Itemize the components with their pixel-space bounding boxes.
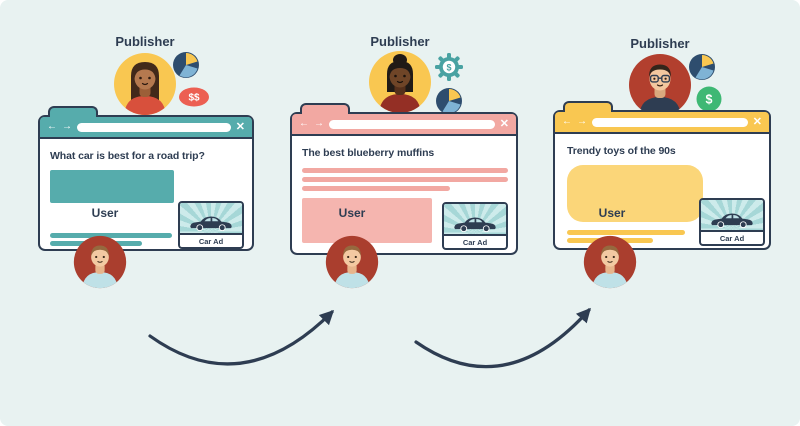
gear-dollar-text: $ (446, 63, 451, 73)
gear-dollar-icon: $ (434, 52, 464, 82)
car-ad: Car Ad (442, 202, 508, 250)
text-line (302, 168, 508, 173)
publisher1-avatar (113, 52, 177, 116)
arrow-user1-to-user2 (148, 309, 335, 366)
browser-chrome: ← → ✕ (40, 117, 252, 139)
ads-logo-icon (689, 54, 715, 80)
browser-window-muffins: ← → ✕ The best blueberry muffins (290, 103, 518, 255)
car-ad-image (180, 203, 242, 233)
car-ad: Car Ad (699, 198, 765, 246)
car-ad-image (444, 204, 506, 234)
address-bar (77, 122, 231, 132)
back-icon: ← (47, 121, 57, 132)
page-title: The best blueberry muffins (302, 147, 435, 159)
double-dollar-text: $$ (188, 93, 200, 104)
browser-chrome: ← → ✕ (292, 114, 516, 136)
text-line (302, 177, 508, 182)
ads-logo-icon (173, 52, 199, 78)
publisher-label: Publisher (630, 36, 690, 51)
car-ad: Car Ad (178, 201, 244, 249)
text-line (50, 233, 172, 238)
forward-icon: → (577, 116, 587, 127)
dollar-coin-text: $ (706, 93, 713, 107)
address-bar (329, 119, 495, 129)
scene-muffins: Publisher (290, 30, 518, 292)
scene-toys: Publisher (553, 30, 771, 292)
dollar-coin-icon: $ (696, 86, 722, 112)
user-label: User (91, 206, 119, 220)
double-dollar-icon: $$ (178, 86, 210, 108)
publisher-label: Publisher (370, 34, 430, 49)
browser-window-toys: ← → ✕ Trendy toys of the 90s (553, 101, 771, 250)
user-label: User (598, 206, 626, 220)
back-icon: ← (299, 118, 309, 129)
browser-chrome: ← → ✕ (555, 112, 769, 134)
page-title: What car is best for a road trip? (50, 150, 205, 162)
car-ad-caption: Car Ad (701, 230, 763, 244)
car-icon (711, 213, 753, 229)
user-avatar (73, 235, 127, 289)
car-icon (190, 216, 232, 232)
ads-logo-icon (436, 88, 462, 114)
scene-road-trip: Publisher (38, 30, 254, 292)
close-icon: ✕ (752, 115, 762, 128)
publisher-label: Publisher (115, 34, 175, 49)
car-ad-caption: Car Ad (444, 234, 506, 248)
close-icon: ✕ (235, 120, 245, 133)
publisher3-avatar (628, 53, 692, 117)
car-icon (454, 217, 496, 233)
arrow-user2-to-user3 (414, 307, 591, 369)
address-bar (592, 117, 748, 127)
forward-icon: → (314, 118, 324, 129)
forward-icon: → (62, 121, 72, 132)
browser-window-road-trip: ← → ✕ What car is best for a road trip? (38, 106, 254, 251)
car-ad-image (701, 200, 763, 230)
user-avatar (325, 235, 379, 289)
close-icon: ✕ (499, 117, 509, 130)
page-title: Trendy toys of the 90s (567, 145, 676, 157)
image-placeholder (50, 170, 174, 203)
text-line (567, 230, 685, 235)
user-label: User (338, 206, 366, 220)
text-line (302, 186, 450, 191)
car-ad-caption: Car Ad (180, 233, 242, 247)
image-placeholder (302, 198, 432, 243)
user-avatar (583, 235, 637, 289)
image-placeholder (567, 165, 703, 222)
back-icon: ← (562, 116, 572, 127)
publisher2-avatar (368, 50, 432, 114)
